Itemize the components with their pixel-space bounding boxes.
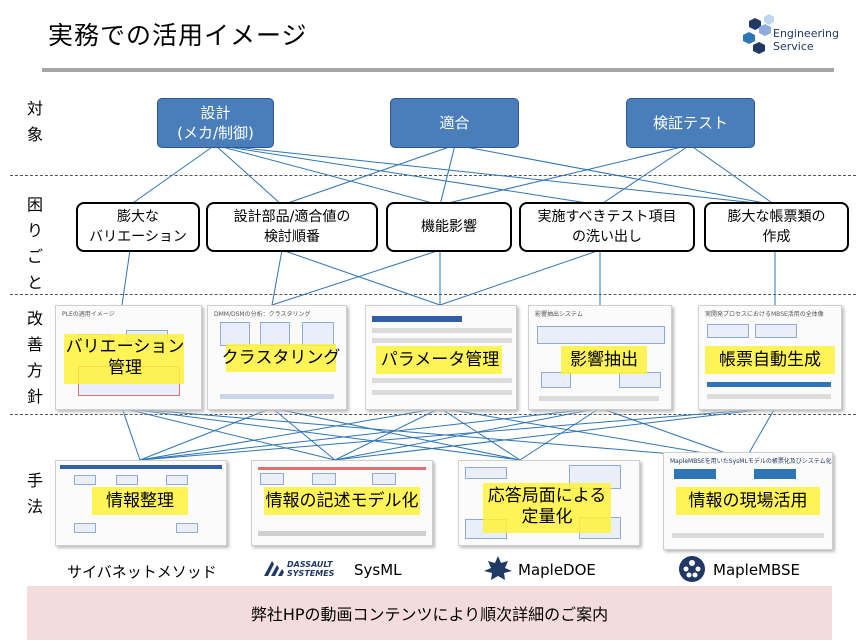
section-label-targets: 対象 [27,99,44,144]
footer-banner: 弊社HPの動画コンテンツにより順次詳細のご案内 [27,586,832,640]
brand-maplembse: MapleMBSE [713,561,801,579]
logo-text: Engineering Service [773,27,839,53]
problem-variations: 膨大な バリエーション [76,202,200,252]
policy-thumbnail-impact: 影響抽出システム 影響抽出 [528,305,672,410]
method-thumbnail-organize: 情報整理 [55,460,227,546]
target-design: 設計 (メカ/制御) [157,98,274,148]
brand-cybernet-method: サイバネットメソッド [67,563,217,581]
section-label-methods: 手法 [27,471,44,516]
problem-test-items: 実施すべきテスト項目 の洗い出し [519,202,695,252]
policy-thumbnail-report: 実開発プロセスにおけるMBSE活用の全体像 帳票自動生成 [698,305,842,410]
method-thumbnail-quantify: 応答局面による 定量化 [458,460,640,546]
separator-3 [10,414,856,415]
policy-label-clustering: クラスタリング [221,348,341,368]
problem-function-impact: 機能影響 [386,202,512,252]
policy-thumbnail-variation: PLEの適用イメージ バリエーション 管理 [55,305,202,410]
method-label-modeling: 情報の記述モデル化 [265,491,419,511]
method-thumbnail-modeling: 情報の記述モデル化 [251,460,433,546]
brand-sysml: SysML [354,561,402,579]
problem-review-order: 設計部品/適合値の 検討順番 [206,202,378,252]
policy-label-report: 帳票自動生成 [719,350,821,370]
method-label-organize: 情報整理 [106,491,174,511]
section-label-policies: 改善方針 [27,309,44,406]
policy-label-impact: 影響抽出 [570,350,638,370]
method-thumbnail-field-use: MapleMBSEを用いたSysMLモデルの帳票化及びシステム化 情報の現場活用 [663,452,833,550]
maplembse-logo-icon [679,556,705,582]
problem-report-creation: 膨大な帳票類の 作成 [704,202,849,252]
engineering-service-logo-icon [743,14,774,54]
policy-label-variation: バリエーション 管理 [65,337,185,378]
policy-thumbnail-parameters: パラメータ管理 [365,305,517,410]
method-label-quantify: 応答局面による 定量化 [487,486,607,527]
method-label-field-use: 情報の現場活用 [688,491,808,511]
separator-2 [10,294,856,295]
dassault-logo-icon [264,561,284,576]
dassault-logo-text: DASSAULT SYSTEMES [287,560,335,578]
policy-label-parameters: パラメータ管理 [380,350,500,370]
title-underline [42,68,834,72]
page-title: 実務での活用イメージ [48,21,308,50]
section-label-problems: 困りごと [27,195,44,292]
target-verification-test: 検証テスト [626,98,755,148]
policy-thumbnail-clustering: DMM/DSMの分析：クラスタリング クラスタリング [207,305,347,410]
maple-leaf-icon [484,556,512,580]
brand-mapledoe: MapleDOE [518,561,596,579]
target-calibration: 適合 [390,98,519,148]
separator-1 [10,175,856,176]
